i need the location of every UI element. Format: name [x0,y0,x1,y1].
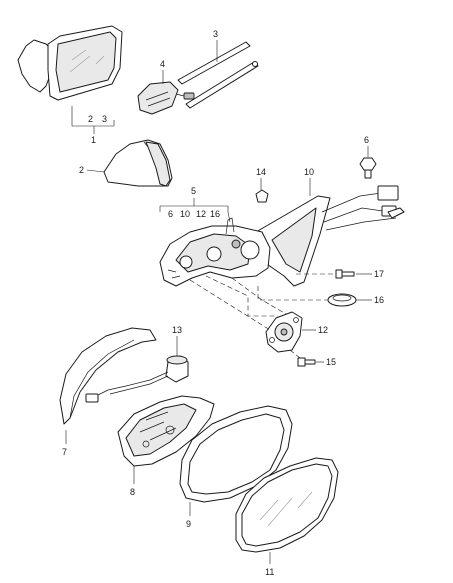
callout-16: 16 [374,295,384,305]
callout-8: 8 [130,487,135,497]
callout-9: 9 [186,519,191,529]
callout-17: 17 [374,269,384,279]
callout-5-sub-10: 10 [180,209,190,219]
callout-5: 5 [191,186,196,196]
callout-5-sub-6: 6 [168,209,173,219]
callout-1: 1 [91,135,96,145]
callout-1-sub-3: 3 [102,114,107,124]
callout-1-sub-2: 2 [88,114,93,124]
callout-14: 14 [256,167,266,177]
callout-10: 10 [304,167,314,177]
callout-13: 13 [172,325,182,335]
part-4-switch [137,81,195,115]
part-10-foot-harness [255,185,405,287]
callout-5-sub-12: 12 [196,209,206,219]
part-3-rod [177,41,259,109]
part-13-heater-lead [85,355,189,403]
part-8-carrier [117,395,215,467]
callout-15: 15 [326,357,336,367]
part-15-screw [297,357,316,367]
part-14-clip [255,189,269,203]
callout-11: 11 [265,567,274,577]
callout-4: 4 [160,59,165,69]
part-1-complete-mirror [17,25,123,101]
callout-5-sub-16: 16 [210,209,220,219]
callout-7: 7 [62,447,67,457]
part-16-plug [327,293,357,307]
part-12-adjusting-unit [265,311,303,353]
part-5-base-housing [159,217,271,287]
part-17-screw [335,269,355,279]
part-2-cap [103,139,173,187]
callout-2: 2 [79,165,84,175]
callout-12: 12 [318,325,328,335]
callout-6: 6 [364,135,369,145]
callout-3: 3 [213,29,218,39]
part-6-screw [359,157,377,179]
part-11-mirror-glass [235,457,339,553]
part-7-housing [59,327,157,425]
